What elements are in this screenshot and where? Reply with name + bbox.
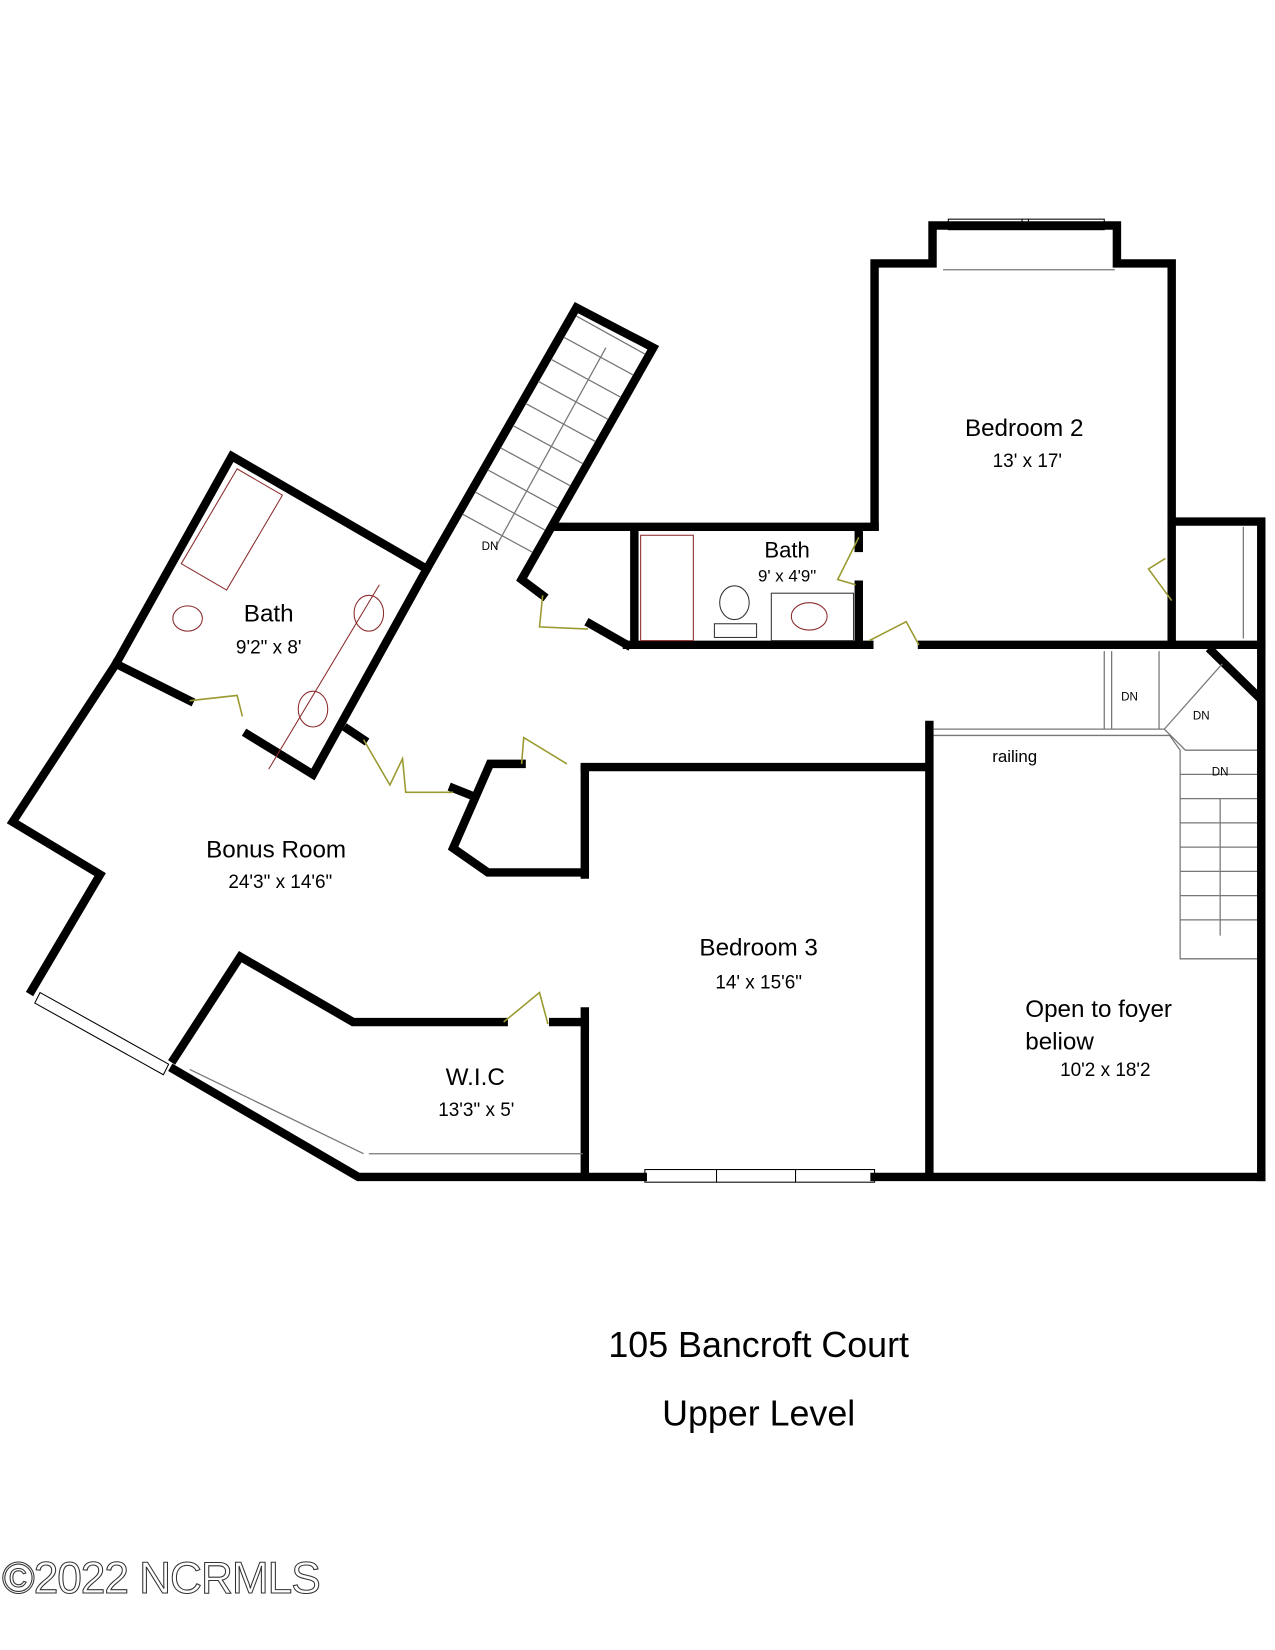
room-name: Bedroom 3	[699, 935, 817, 962]
room-size: 24'3" x 14'6"	[228, 872, 332, 893]
watermark: ©2022 NCRMLS	[2, 1554, 320, 1603]
room-size: 9'2" x 8'	[236, 637, 302, 658]
room-name: Bedroom 2	[965, 415, 1083, 442]
stair-dn-label: DN	[1212, 766, 1229, 778]
room-name-line2: beliow	[1025, 1028, 1094, 1055]
room-name: Bath	[244, 601, 294, 628]
room-size: 13'3" x 5'	[438, 1100, 514, 1121]
room-name: Bath	[764, 537, 809, 562]
room-name: W.I.C	[446, 1064, 505, 1091]
stair-dn-label: DN	[1121, 692, 1138, 704]
windows	[34, 218, 1115, 1183]
stair-dn-label: DN	[482, 541, 499, 553]
address-title: 105 Bancroft Court	[608, 1325, 909, 1365]
doors	[189, 537, 1173, 1025]
room-size: 10'2 x 18'2	[1060, 1060, 1151, 1081]
room-size: 9' x 4'9"	[758, 567, 816, 586]
room-name: Open to foyer	[1025, 996, 1172, 1023]
room-size: 13' x 17'	[993, 451, 1062, 472]
fixtures	[172, 468, 855, 770]
level-title: Upper Level	[662, 1394, 855, 1434]
stairs	[462, 315, 1258, 960]
room-name: Bonus Room	[206, 837, 346, 864]
room-size: 14' x 15'6"	[715, 972, 802, 993]
walls	[6, 221, 1266, 1182]
stair-dn-label: DN	[1193, 711, 1210, 723]
railing-label: railing	[992, 747, 1037, 766]
